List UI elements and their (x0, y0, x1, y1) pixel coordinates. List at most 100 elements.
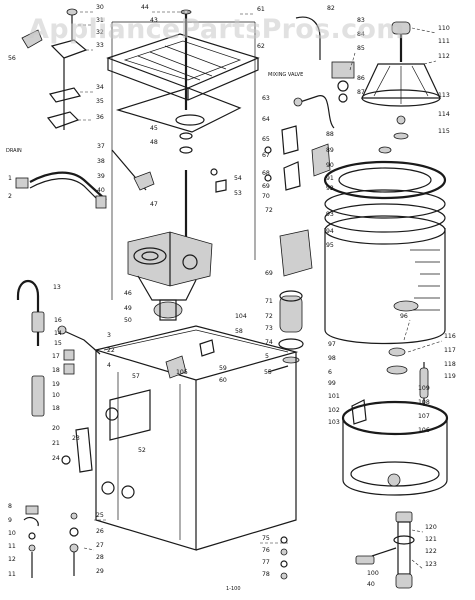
part-label-p53: 53 (234, 190, 242, 197)
part-label-p108: 108 (418, 399, 430, 406)
part-label-p82: 82 (327, 5, 335, 12)
part-label-p94: 94 (326, 228, 334, 235)
part-labels: 3031323356343536373839401244436162454863… (8, 4, 456, 588)
part-label-p18: 18 (52, 367, 60, 374)
part-label-p3: 3 (107, 332, 111, 339)
part-label-p72: 72 (265, 207, 273, 214)
part-label-p83: 83 (357, 17, 365, 24)
part-label-p22: 22 (107, 347, 115, 354)
part-label-p107: 107 (418, 413, 430, 420)
transmission (127, 231, 213, 321)
part-label-p90: 90 (326, 162, 334, 169)
part-label-p97: 97 (328, 341, 336, 348)
part-label-p86: 86 (357, 75, 365, 82)
part-label-p10b: 10 (8, 530, 16, 537)
part-label-p30: 30 (96, 4, 104, 11)
part-label-p48: 48 (150, 139, 158, 146)
part-label-p102: 102 (328, 407, 340, 414)
part-label-p58: 58 (235, 328, 243, 335)
part-label-p93: 93 (326, 211, 334, 218)
part-label-p91: 91 (326, 175, 334, 182)
part-label-p40: 40 (97, 187, 105, 194)
part-label-p43: 43 (150, 17, 158, 24)
part-label-p71: 71 (265, 298, 273, 305)
part-label-p44: 44 (141, 4, 149, 11)
part-label-p38: 38 (97, 158, 105, 165)
part-label-p116: 116 (444, 333, 456, 340)
part-label-p75: 75 (262, 535, 270, 542)
part-label-p26: 26 (96, 528, 104, 535)
part-label-p78: 78 (262, 571, 270, 578)
drive-tube (355, 511, 415, 589)
part-label-p109: 109 (418, 385, 430, 392)
part-label-p92: 92 (326, 185, 334, 192)
mixing-valve (293, 16, 355, 129)
part-label-p103: 103 (328, 419, 340, 426)
part-label-p100: 100 (367, 570, 379, 577)
part-label-p11: 11 (8, 543, 16, 550)
part-label-p67: 67 (262, 152, 270, 159)
drain-annotation: DRAIN (6, 148, 22, 154)
part-label-p13: 13 (53, 284, 61, 291)
spin-basket (324, 215, 446, 345)
part-label-p57: 57 (132, 373, 140, 380)
part-label-p37: 37 (97, 143, 105, 150)
drive-shaft (179, 9, 193, 240)
drain-hose (15, 171, 107, 209)
part-label-p6: 6 (328, 369, 332, 376)
part-label-p112: 112 (438, 53, 450, 60)
part-label-p39: 39 (97, 173, 105, 180)
part-label-p121: 121 (425, 536, 437, 543)
part-label-p17: 17 (52, 353, 60, 360)
agitator (361, 21, 441, 140)
part-label-p40b: 40 (367, 581, 375, 588)
part-label-p4: 4 (107, 362, 111, 369)
part-label-p1: 1 (8, 175, 12, 182)
part-label-p10: 10 (52, 392, 60, 399)
part-label-p45: 45 (150, 125, 158, 132)
part-label-p95: 95 (326, 242, 334, 249)
part-label-p85: 85 (357, 45, 365, 52)
part-label-p101: 101 (328, 393, 340, 400)
brackets (210, 125, 331, 193)
part-label-p99: 99 (328, 380, 336, 387)
part-label-p21: 21 (52, 440, 60, 447)
part-label-p72b: 72 (265, 313, 273, 320)
diagram-code: 1-100 (226, 586, 241, 592)
part-label-p33: 33 (96, 42, 104, 49)
part-label-p119: 119 (444, 373, 456, 380)
part-label-p60: 60 (219, 377, 227, 384)
cabinet-base (93, 325, 299, 551)
part-label-p29: 29 (96, 568, 104, 575)
part-label-p47: 47 (150, 201, 158, 208)
part-label-p65: 65 (262, 136, 270, 143)
part-label-p11b: 11 (8, 571, 16, 578)
part-label-p55: 55 (264, 369, 272, 376)
part-label-p16: 16 (54, 317, 62, 324)
outer-tub (341, 347, 449, 496)
part-label-p36: 36 (96, 114, 104, 121)
part-label-p117: 117 (444, 347, 456, 354)
part-label-p106: 106 (418, 427, 430, 434)
part-label-p105: 105 (176, 369, 188, 376)
part-label-p74: 74 (265, 339, 273, 346)
part-label-p25: 25 (96, 512, 104, 519)
part-label-p98: 98 (328, 355, 336, 362)
part-label-p34: 34 (96, 84, 104, 91)
inlet-hoses (16, 279, 101, 473)
part-label-p120: 120 (425, 524, 437, 531)
part-label-p8: 8 (8, 503, 12, 510)
part-label-p73: 73 (265, 325, 273, 332)
part-label-p113: 113 (438, 92, 450, 99)
watermark: AppliancePartsPros.com (28, 14, 405, 45)
part-label-p96: 96 (400, 313, 408, 320)
part-label-p69: 69 (262, 183, 270, 190)
part-label-p89: 89 (326, 147, 334, 154)
part-label-p14: 14 (54, 330, 62, 337)
part-label-p77: 77 (262, 559, 270, 566)
part-label-p12: 12 (8, 556, 16, 563)
leader-lines (78, 11, 443, 570)
part-label-p28: 28 (96, 554, 104, 561)
part-label-p35: 35 (96, 98, 104, 105)
part-label-p2: 2 (8, 193, 12, 200)
